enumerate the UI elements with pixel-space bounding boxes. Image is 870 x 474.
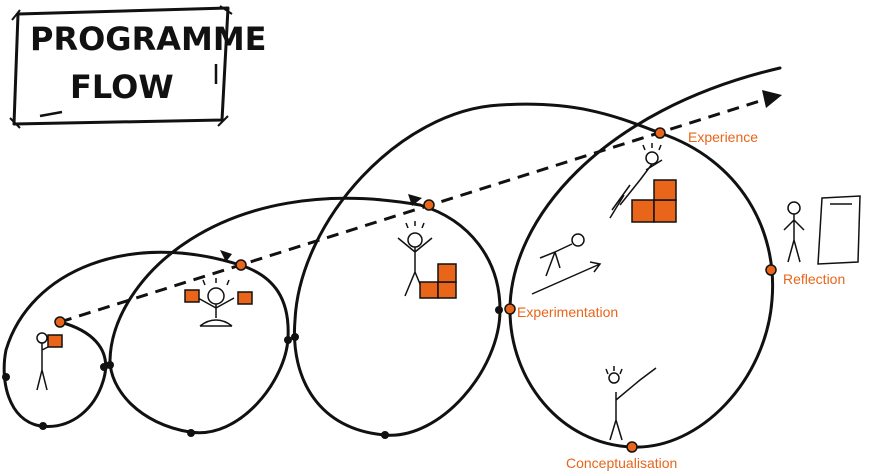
orange-nodes [54, 127, 777, 453]
stick-figure-icon [36, 332, 63, 391]
label-reflection: Reflection [783, 271, 845, 287]
stick-figure-icon [397, 221, 457, 299]
experience-node [654, 127, 666, 139]
loop-arrowheads [220, 194, 422, 262]
trend-arrow [59, 90, 782, 324]
conceptualisation-node [626, 441, 638, 453]
label-experimentation: Experimentation [517, 304, 618, 320]
black-nodes [2, 306, 503, 439]
start-node [54, 316, 66, 328]
flow-loops [2, 66, 782, 449]
label-conceptualisation: Conceptualisation [566, 455, 677, 471]
puzzle-piece-icon [184, 289, 200, 303]
puzzle-piece-icon [419, 263, 457, 299]
mirror-icon [783, 195, 861, 265]
puzzle-piece-icon [631, 179, 677, 223]
arrow-icon [762, 90, 782, 108]
lightbulb-icon [605, 366, 657, 441]
surfboard-icon [531, 233, 602, 295]
puzzle-piece-icon [237, 291, 253, 305]
reflection-node [765, 264, 777, 276]
puzzle-piece-icon [47, 334, 63, 348]
title-line1: PROGRAMME [30, 20, 267, 58]
experimentation-node [504, 303, 516, 315]
label-experience: Experience [688, 129, 758, 145]
title-frame: PROGRAMME FLOW [9, 5, 267, 129]
rocket-icon [609, 143, 677, 223]
title-line2: FLOW [70, 68, 174, 106]
stick-figure-icon [184, 278, 253, 327]
